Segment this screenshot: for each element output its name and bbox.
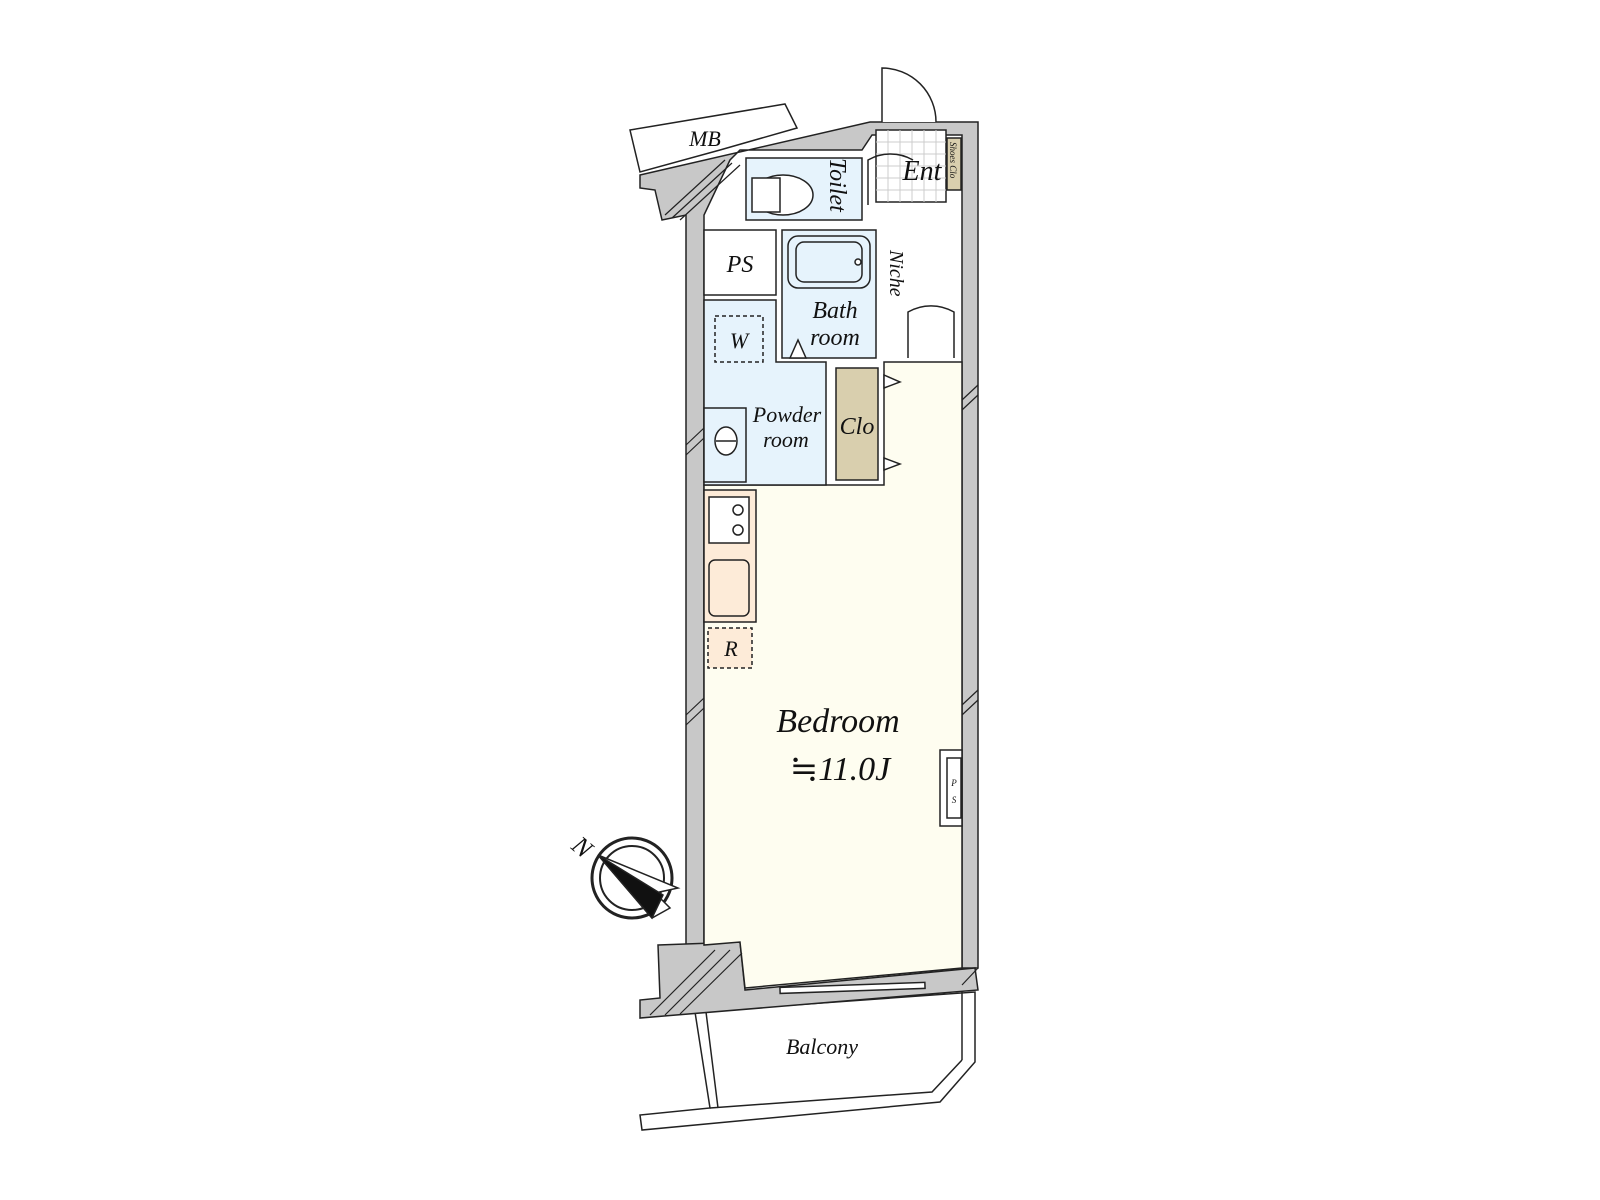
bedroom-door[interactable] xyxy=(907,305,955,358)
closet-area xyxy=(835,367,879,481)
label-north: N xyxy=(565,830,599,865)
kitchen-sink-icon xyxy=(708,559,750,617)
label-bath-room: room xyxy=(810,325,860,351)
closet-door-mark xyxy=(883,456,903,472)
refrigerator-space xyxy=(707,627,753,669)
north-compass-icon xyxy=(590,836,681,920)
label-ps-s: S xyxy=(952,795,957,805)
drain xyxy=(854,258,862,266)
label-washer: W xyxy=(730,328,750,353)
label-powder-room: room xyxy=(763,427,809,452)
bath-door-mark xyxy=(788,338,808,359)
balcony-rail xyxy=(705,1011,719,1109)
balcony-rail xyxy=(709,1059,963,1109)
pipe-shaft-inner xyxy=(946,757,962,819)
burner xyxy=(732,524,744,536)
shoes-closet xyxy=(946,137,962,191)
wall-hatching xyxy=(649,159,979,1016)
label-niche: Niche xyxy=(885,249,907,297)
label-shoes-closet: Shoes Clo xyxy=(948,142,958,179)
label-ps-p: P xyxy=(950,778,957,788)
closet-door-mark xyxy=(883,373,902,390)
label-refrigerator: R xyxy=(723,636,738,661)
label-bath: Bath xyxy=(812,298,857,324)
label-powder: Powder xyxy=(752,402,822,427)
label-mb: MB xyxy=(688,126,721,151)
label-bedroom-area: ≒11.0J xyxy=(790,751,892,788)
front-door[interactable] xyxy=(881,67,937,123)
bathtub-inner xyxy=(795,241,863,283)
washer-space xyxy=(714,315,764,363)
label-ps: PS xyxy=(726,252,754,278)
label-entrance: Ent xyxy=(902,156,943,187)
toilet-tank xyxy=(751,177,781,213)
label-closet: Clo xyxy=(840,414,875,440)
label-balcony: Balcony xyxy=(786,1034,858,1059)
stove-icon xyxy=(708,496,750,544)
entrance-tiles xyxy=(876,130,946,202)
burner xyxy=(732,504,744,516)
toilet-door[interactable] xyxy=(867,153,914,205)
balcony-window[interactable] xyxy=(779,981,926,995)
ps-shaft xyxy=(703,229,777,296)
meter-box xyxy=(629,103,799,173)
label-bedroom: Bedroom xyxy=(776,703,899,740)
label-toilet: Toilet xyxy=(824,158,850,213)
bedroom-area xyxy=(703,361,963,989)
bathtub xyxy=(787,235,871,289)
